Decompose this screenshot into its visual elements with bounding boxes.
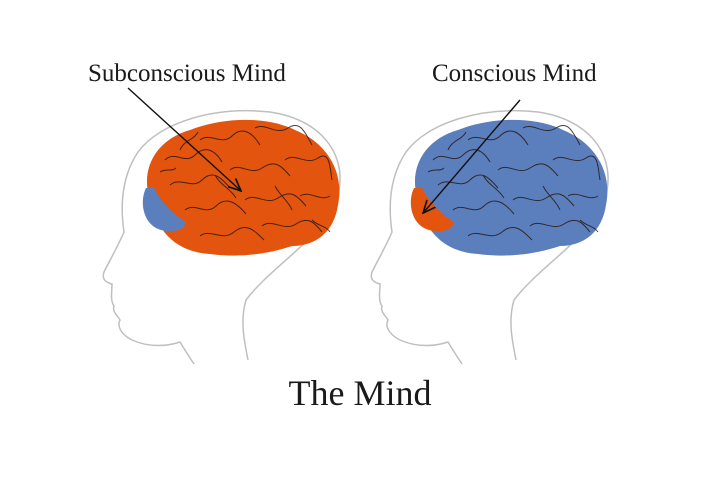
gyri-right bbox=[427, 124, 601, 241]
brain-right bbox=[414, 119, 608, 256]
pointer-right bbox=[424, 99, 521, 212]
pointer-left bbox=[127, 87, 240, 190]
head-right bbox=[370, 99, 609, 365]
frontal-lobe-left bbox=[142, 188, 186, 232]
brain-left bbox=[146, 119, 340, 256]
label-subconscious-mind: Subconscious Mind bbox=[88, 60, 286, 87]
label-conscious-mind: Conscious Mind bbox=[432, 60, 597, 87]
head-left bbox=[102, 87, 341, 365]
gyri-left bbox=[159, 124, 333, 241]
diagram-title: The Mind bbox=[288, 373, 432, 413]
